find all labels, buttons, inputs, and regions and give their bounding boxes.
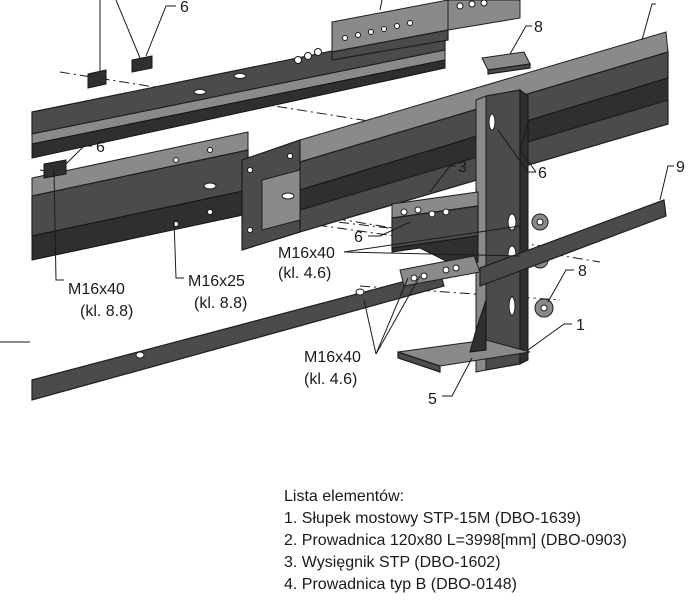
bolt-c-size: M16x40 — [278, 245, 335, 262]
bolt-d-size: M16x40 — [304, 349, 361, 366]
bolt-b-class: (kl. 8.8) — [194, 295, 247, 312]
bolt-c-class: (kl. 4.6) — [278, 265, 331, 282]
spacer-block — [241, 139, 301, 251]
callout-6-right: 6 — [538, 165, 547, 182]
top-channel-section — [294, 0, 521, 64]
bolt-d-class: (kl. 4.6) — [304, 371, 357, 388]
callout-6-arm: 6 — [354, 229, 363, 246]
callout-8-top: 8 — [534, 19, 543, 36]
left-rail-block — [31, 131, 249, 261]
connector-plate — [399, 255, 481, 287]
parts-list-item: 2. Prowadnica 120x80 L=3998[mm] (DBO-090… — [284, 532, 627, 549]
bridge-post — [397, 89, 531, 373]
parts-list-item: 3. Wysięgnik STP (DBO-1602) — [284, 554, 501, 571]
plate-8-top — [481, 51, 531, 75]
callout-8-right: 8 — [578, 263, 587, 280]
callout-5: 5 — [428, 391, 437, 408]
callout-3: 3 — [458, 159, 467, 176]
leader-lines — [0, 0, 674, 397]
small-washer-plates — [43, 55, 153, 179]
callout-9: 9 — [676, 159, 685, 176]
callout-1: 1 — [576, 317, 585, 334]
callout-6-left: 6 — [96, 139, 105, 156]
callout-6-top: 6 — [180, 0, 189, 16]
parts-list-title: Lista elementów: — [284, 488, 405, 505]
bolt-b-size: M16x25 — [188, 273, 245, 290]
parts-list-item: 4. Prowadnica typ B (DBO-0148) — [284, 576, 517, 593]
parts-list: Lista elementów: 1. Słupek mostowy STP-1… — [284, 486, 627, 596]
lower-right-rail — [479, 199, 667, 287]
bolt-a-size: M16x40 — [68, 281, 125, 298]
parts-list-item: 1. Słupek mostowy STP-15M (DBO-1639) — [284, 510, 581, 527]
bolt-a-class: (kl. 8.8) — [80, 303, 133, 320]
